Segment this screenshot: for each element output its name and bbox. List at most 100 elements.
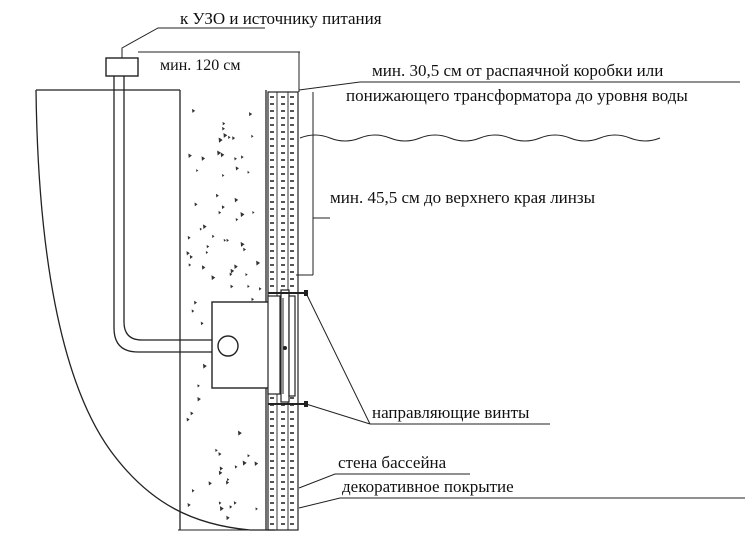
tile-mark — [270, 117, 274, 119]
tile-mark — [281, 278, 285, 280]
tile-mark — [270, 250, 274, 252]
aggregate-mark — [233, 501, 237, 505]
label-decor-coating: декоративное покрытие — [342, 477, 514, 496]
aggregate-mark — [234, 197, 239, 203]
aggregate-mark — [205, 250, 209, 254]
aggregate-mark — [245, 273, 248, 277]
tile-mark — [290, 180, 294, 182]
aggregate-mark — [206, 244, 210, 249]
aggregate-mark — [219, 506, 224, 512]
tile-mark — [270, 278, 274, 280]
conduit-entry-circle — [217, 335, 239, 357]
tile-mark — [270, 460, 274, 462]
tile-mark — [281, 110, 285, 112]
aggregate-mark — [222, 121, 226, 126]
tile-mark — [290, 467, 294, 469]
aggregate-mark — [201, 265, 206, 270]
tile-mark — [290, 229, 294, 231]
tile-mark — [290, 215, 294, 217]
tile-mark — [281, 215, 285, 217]
tile-mark — [290, 103, 294, 105]
aggregate-mark — [215, 193, 219, 198]
tile-mark — [270, 439, 274, 441]
tile-mark — [281, 103, 285, 105]
tile-mark — [281, 474, 285, 476]
tile-mark — [281, 117, 285, 119]
aggregate-mark — [211, 275, 216, 281]
tile-mark — [270, 208, 274, 210]
tile-mark — [270, 229, 274, 231]
aggregate-mark — [220, 152, 225, 158]
tile-mark — [270, 194, 274, 196]
aggregate-mark — [254, 461, 259, 466]
tile-mark — [281, 495, 285, 497]
aggregate-mark — [200, 321, 204, 326]
tile-mark — [281, 236, 285, 238]
tile-mark — [270, 159, 274, 161]
tile-mark — [281, 180, 285, 182]
tile-mark — [290, 432, 294, 434]
label-to-rcd: к УЗО и источнику питания — [180, 9, 382, 28]
aggregate-mark — [218, 501, 222, 505]
tile-mark — [270, 257, 274, 259]
tile-mark — [290, 208, 294, 210]
aggregate-mark — [187, 235, 191, 240]
aggregate-mark — [226, 238, 229, 242]
aggregate-mark — [222, 174, 225, 177]
aggregate-mark — [258, 287, 262, 291]
tile-mark — [290, 285, 294, 287]
light-fixture — [280, 289, 296, 403]
label-min-45: мин. 45,5 см до верхнего края линзы — [330, 188, 596, 207]
tile-mark — [270, 152, 274, 154]
tile-mark — [270, 516, 274, 518]
tile-mark — [270, 131, 274, 133]
tile-mark — [290, 523, 294, 525]
tile-mark — [281, 131, 285, 133]
aggregate-mark — [243, 247, 247, 252]
label-guide-screws: направляющие винты — [372, 403, 530, 422]
tile-mark — [281, 222, 285, 224]
aggregate-mark — [197, 384, 200, 388]
aggregate-mark — [228, 135, 231, 139]
aggregate-mark — [203, 363, 207, 369]
tile-mark — [290, 145, 294, 147]
tile-mark — [290, 425, 294, 427]
tile-mark — [281, 481, 285, 483]
tile-mark — [270, 173, 274, 175]
tile-mark — [281, 166, 285, 168]
tile-mark — [281, 96, 285, 98]
tile-mark — [281, 138, 285, 140]
tile-mark — [270, 418, 274, 420]
aggregate-mark — [255, 507, 258, 511]
tile-mark — [290, 278, 294, 280]
aggregate-mark — [221, 205, 225, 210]
tile-mark — [270, 138, 274, 140]
tile-mark — [290, 453, 294, 455]
tile-mark — [281, 446, 285, 448]
aggregate-mark — [230, 268, 235, 274]
aggregate-mark — [234, 157, 237, 161]
tile-mark — [281, 453, 285, 455]
tile-mark — [290, 250, 294, 252]
tile-mark — [270, 124, 274, 126]
label-pool-wall: стена бассейна — [338, 453, 447, 472]
tile-mark — [290, 131, 294, 133]
tile-mark — [270, 502, 274, 504]
tile-mark — [281, 264, 285, 266]
rcd-leader-line — [121, 27, 265, 58]
aggregate-mark — [196, 169, 199, 172]
tile-mark — [290, 110, 294, 112]
aggregate-mark — [217, 150, 222, 156]
tile-mark — [270, 474, 274, 476]
tile-mark — [290, 418, 294, 420]
tile-mark — [270, 201, 274, 203]
tile-mark — [270, 243, 274, 245]
leader-decor — [298, 497, 745, 509]
tile-mark — [270, 495, 274, 497]
tile-mark — [281, 418, 285, 420]
aggregate-mark — [219, 466, 224, 471]
tile-mark — [281, 173, 285, 175]
tile-mark — [290, 152, 294, 154]
aggregate-mark — [251, 134, 254, 138]
tile-mark — [270, 103, 274, 105]
